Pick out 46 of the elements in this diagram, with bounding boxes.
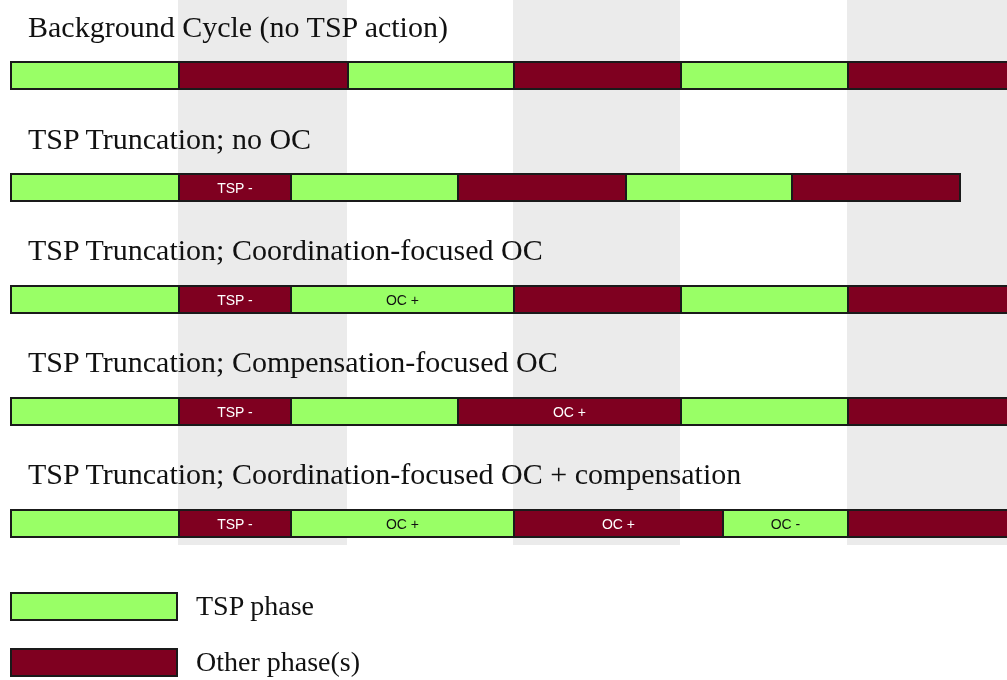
phase-bar: [847, 285, 1007, 314]
phase-bar: [513, 285, 682, 314]
phase-bar: [10, 285, 180, 314]
phase-bar: [791, 173, 961, 202]
row-title: TSP Truncation; no OC: [28, 122, 312, 156]
row-title: TSP Truncation; Coordination-focused OC: [28, 233, 543, 267]
phase-segment: [290, 285, 515, 314]
phase-segment: [290, 509, 515, 538]
phase-bar: [290, 173, 459, 202]
phase-segment: [513, 509, 724, 538]
segment-label: OC +: [385, 291, 420, 308]
phase-segment: [178, 397, 292, 426]
phase-bar: [847, 61, 1007, 90]
phase-bar: [178, 61, 349, 90]
phase-bar: [680, 61, 849, 90]
phase-bar: [457, 173, 627, 202]
row-title: TSP Truncation; Coordination-focused OC + compensation: [28, 457, 742, 491]
legend-label: TSP phase: [196, 590, 314, 622]
phase-segment: [178, 285, 292, 314]
segment-label: OC +: [552, 403, 587, 420]
segment-label: TSP -: [217, 291, 253, 308]
phase-segment: [178, 509, 292, 538]
row-title: TSP Truncation; Compensation-focused OC: [28, 345, 558, 379]
phase-bar: [680, 285, 849, 314]
phase-bar: [10, 509, 180, 538]
segment-label: TSP -: [217, 515, 253, 532]
row-title: Background Cycle (no TSP action): [28, 10, 448, 44]
phase-bar: [10, 61, 180, 90]
phase-bar: [10, 397, 180, 426]
segment-label: OC +: [385, 515, 420, 532]
phase-bar: [625, 173, 793, 202]
segment-label: TSP -: [217, 403, 253, 420]
phase-bar: [680, 397, 849, 426]
phase-bar: [513, 61, 682, 90]
phase-segment: [722, 509, 849, 538]
legend-label: Other phase(s): [196, 646, 361, 678]
segment-label: OC -: [770, 515, 801, 532]
phase-segment: [457, 397, 682, 426]
phase-bar: [847, 509, 1007, 538]
phase-bar: [347, 61, 515, 90]
segment-label: OC +: [601, 515, 636, 532]
phase-segment: [178, 173, 292, 202]
phase-bar: [10, 173, 180, 202]
phase-bar: [290, 397, 459, 426]
phase-bar: [847, 397, 1007, 426]
segment-label: TSP -: [217, 179, 253, 196]
